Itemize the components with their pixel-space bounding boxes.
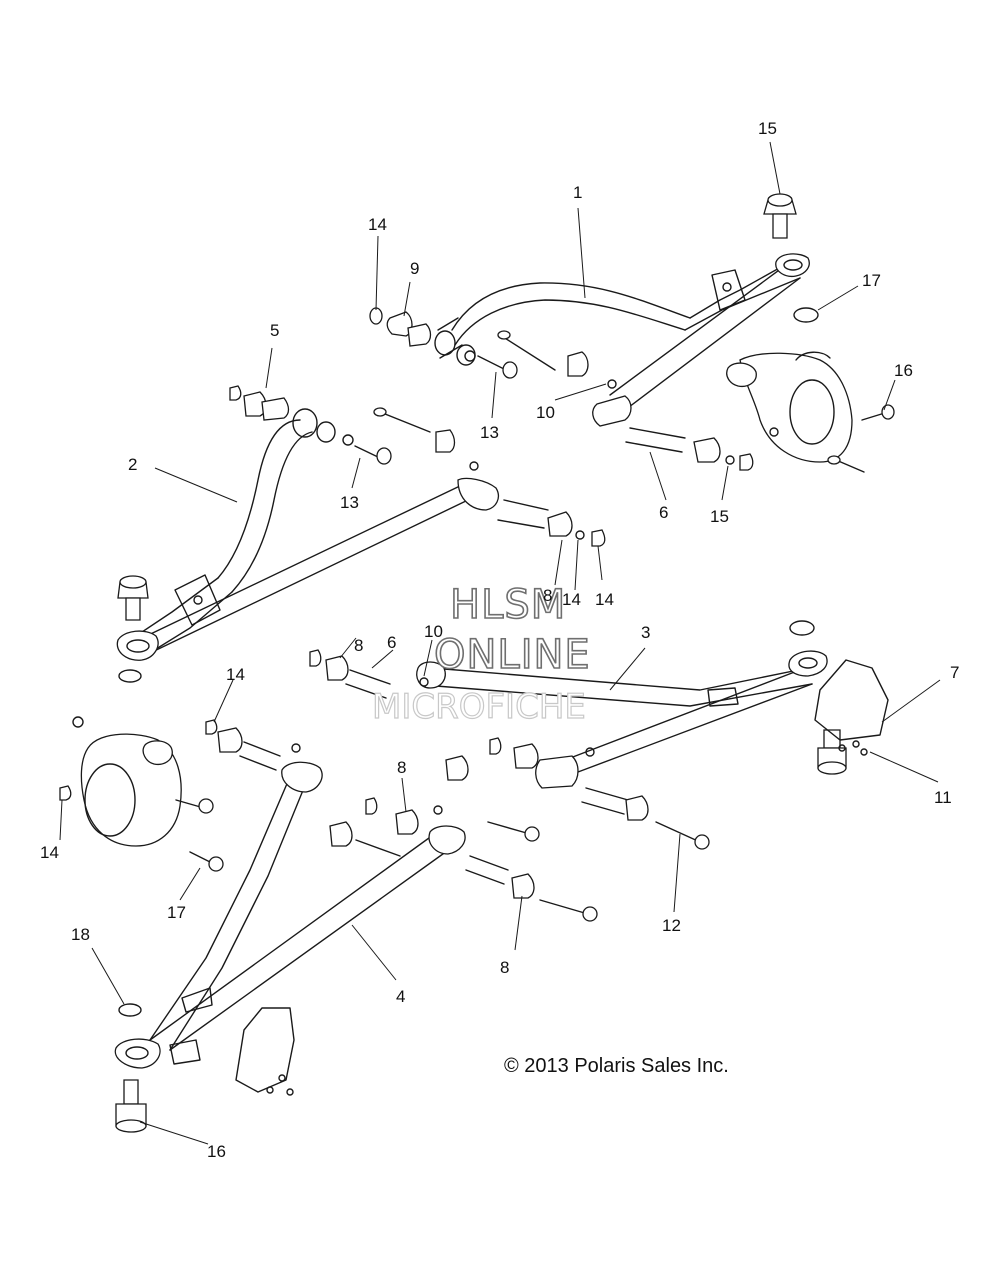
callout-16-bottom: 16 xyxy=(207,1142,226,1161)
callout-5: 5 xyxy=(270,321,279,340)
left-spindle xyxy=(80,733,182,847)
callout-2: 2 xyxy=(128,455,137,474)
a-arm-guard-left xyxy=(235,1007,295,1093)
callout-13-lower: 13 xyxy=(340,493,359,512)
callout-12: 12 xyxy=(662,916,681,935)
callout-18-bottom: 18 xyxy=(71,925,90,944)
ball-joint-left xyxy=(117,575,149,621)
lower-right-a-arm xyxy=(416,650,828,789)
upper-right-a-arm xyxy=(434,253,810,427)
retaining-ring-bottom xyxy=(118,1003,142,1017)
a-arm-guard-right xyxy=(814,659,889,741)
callout-8-lower-left: 8 xyxy=(354,636,363,655)
callout-14-middle: 14 xyxy=(595,590,614,609)
right-spindle xyxy=(726,351,853,463)
callout-10-upper: 10 xyxy=(536,403,555,422)
callout-8-lower-center: 8 xyxy=(397,758,406,777)
callout-9: 9 xyxy=(410,259,419,278)
callout-3: 3 xyxy=(641,623,650,642)
watermark: HLSM ONLINE MICROFICHE xyxy=(371,581,591,727)
retaining-ring-upper xyxy=(793,307,819,323)
callout-7: 7 xyxy=(950,663,959,682)
callout-1: 1 xyxy=(573,183,582,202)
callout-10-lower: 10 xyxy=(424,622,443,641)
retaining-ring-left xyxy=(118,669,142,683)
callout-16-top: 15 xyxy=(758,119,777,138)
callout-18-top: 17 xyxy=(862,271,881,290)
callout-17-right: 16 xyxy=(894,361,913,380)
ball-joint-top xyxy=(763,193,797,239)
watermark-line-2: ONLINE xyxy=(434,632,591,678)
leader-lines xyxy=(59,141,941,1145)
watermark-line-3: MICROFICHE xyxy=(372,687,586,727)
callout-labels: 1 2 3 4 5 6 6 7 8 8 8 8 9 10 10 11 12 13… xyxy=(40,119,959,1161)
callout-14-left: 14 xyxy=(226,665,245,684)
callout-6-upper: 6 xyxy=(659,503,668,522)
callout-11: 11 xyxy=(934,788,952,807)
hardware-middle xyxy=(469,404,895,547)
callout-14-top: 14 xyxy=(368,215,387,234)
copyright-notice: © 2013 Polaris Sales Inc. xyxy=(504,1055,729,1077)
callout-8-middle: 8 xyxy=(543,586,552,605)
callout-8-bottom: 8 xyxy=(500,958,509,977)
lower-left-a-arm xyxy=(114,761,466,1069)
ball-joint-right xyxy=(817,729,847,775)
callout-17-left: 17 xyxy=(167,903,186,922)
callout-14-bottom-left: 14 xyxy=(40,843,59,862)
ball-joint-bottom xyxy=(115,1079,147,1133)
watermark-line-1: HLSM xyxy=(450,582,566,628)
hardware-upper xyxy=(229,307,617,465)
callout-15-middle: 14 xyxy=(562,590,581,609)
upper-left-a-arm xyxy=(116,408,500,661)
callout-15-upper: 15 xyxy=(710,507,729,526)
callout-4: 4 xyxy=(396,987,405,1006)
callout-6-lower: 6 xyxy=(387,633,396,652)
retaining-ring-right xyxy=(789,620,815,636)
hardware-lower xyxy=(59,649,868,1096)
callout-13-upper: 13 xyxy=(480,423,499,442)
